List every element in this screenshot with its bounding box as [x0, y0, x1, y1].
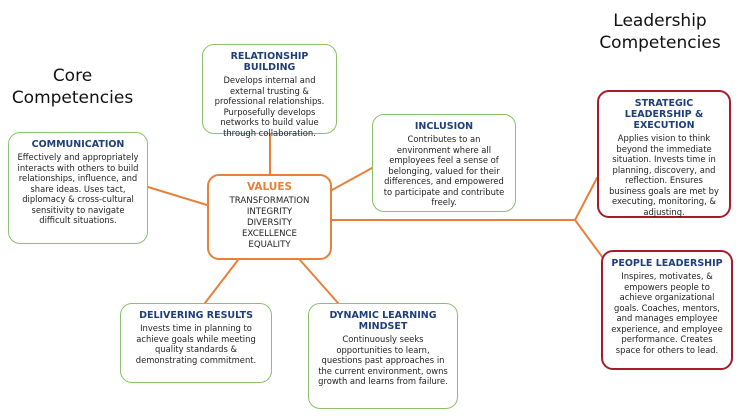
people-leadership-box: PEOPLE LEADERSHIP Inspires, motivates, &… — [601, 250, 733, 370]
inclusion-description: Contributes to an environment where all … — [383, 134, 505, 207]
leadership-heading-line-2: Competencies — [599, 33, 721, 53]
connector-people-leadership — [574, 219, 604, 259]
dynamic-learning-mindset-description: Continuously seeks opportunities to lear… — [318, 334, 448, 386]
communication-box: COMMUNICATION Effectively and appropriat… — [8, 132, 148, 244]
connector-dynamic-learning — [299, 259, 339, 304]
core-competencies-heading: Core Competencies — [0, 65, 145, 109]
strategic-leadership-box: STRATEGIC LEADERSHIP & EXECUTION Applies… — [597, 90, 731, 218]
connector-communication — [147, 186, 208, 206]
dynamic-learning-mindset-box: DYNAMIC LEARNING MINDSET Continuously se… — [308, 303, 458, 409]
strategic-leadership-title: STRATEGIC LEADERSHIP & EXECUTION — [624, 98, 704, 131]
core-heading-line-1: Core — [52, 66, 93, 86]
core-heading-line-2: Competencies — [11, 88, 134, 108]
value-transformation: TRANSFORMATION — [229, 196, 310, 206]
value-integrity: INTEGRITY — [246, 207, 293, 217]
values-box: VALUES TRANSFORMATION INTEGRITY DIVERSIT… — [207, 174, 332, 260]
relationship-building-box: RELATIONSHIP BUILDING Develops internal … — [202, 44, 337, 138]
leadership-competencies-heading: Leadership Competencies — [585, 10, 735, 54]
relationship-building-description: Develops internal and external trusting … — [214, 75, 325, 138]
delivering-results-description: Invests time in planning to achieve goal… — [135, 323, 257, 365]
delivering-results-title: DELIVERING RESULTS — [139, 310, 253, 321]
value-equality: EQUALITY — [248, 240, 291, 250]
connector-inclusion — [331, 167, 373, 191]
dynamic-learning-mindset-title: DYNAMIC LEARNING MINDSET — [329, 310, 437, 332]
values-title: VALUES — [246, 181, 293, 193]
value-diversity: DIVERSITY — [247, 218, 292, 228]
value-excellence: EXCELLENCE — [242, 229, 297, 239]
people-leadership-title: PEOPLE LEADERSHIP — [611, 258, 723, 269]
communication-title: COMMUNICATION — [31, 139, 125, 150]
communication-description: Effectively and appropriately interacts … — [17, 152, 139, 225]
delivering-results-box: DELIVERING RESULTS Invests time in plann… — [120, 303, 272, 383]
connector-delivering-results — [204, 259, 239, 304]
inclusion-title: INCLUSION — [414, 121, 474, 132]
relationship-building-title: RELATIONSHIP BUILDING — [230, 51, 309, 73]
strategic-leadership-description: Applies vision to think beyond the immed… — [609, 133, 719, 217]
connector-strategic-leadership — [574, 177, 598, 221]
inclusion-box: INCLUSION Contributes to an environment … — [372, 114, 516, 212]
leadership-heading-line-1: Leadership — [613, 11, 707, 31]
people-leadership-description: Inspires, motivates, & empowers people t… — [611, 271, 723, 355]
